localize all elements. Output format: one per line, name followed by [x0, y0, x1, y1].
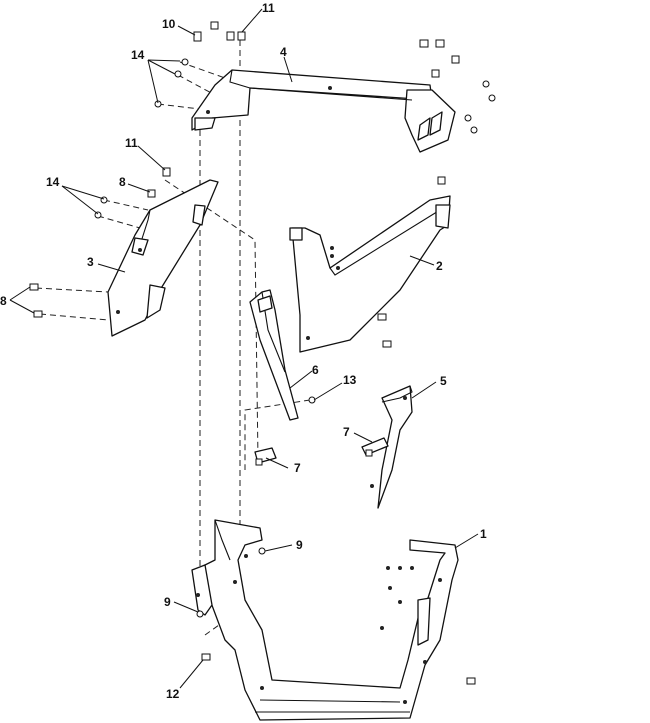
callout-11-top: 11 [262, 1, 275, 15]
callout-12: 12 [166, 687, 180, 701]
callout-8-upper: 8 [119, 175, 126, 189]
callout-4: 4 [280, 45, 287, 59]
callout-8-left: 8 [0, 294, 7, 308]
callout-5: 5 [440, 374, 447, 388]
part-2-shield-plate [289, 195, 451, 353]
callout-2: 2 [436, 259, 443, 273]
callout-11-mid: 11 [125, 136, 138, 150]
leader-lines [9, 8, 479, 689]
callout-13: 13 [343, 373, 357, 387]
part-1-bottom-frame [191, 519, 459, 721]
callout-14-top: 14 [131, 48, 145, 62]
callout-1: 1 [480, 527, 487, 541]
callout-7-right: 7 [343, 425, 350, 439]
callout-6: 6 [312, 363, 319, 377]
hardware-fasteners [29, 21, 496, 685]
callout-9-left: 9 [164, 595, 171, 609]
callout-labels: 10 11 4 14 11 8 14 3 8 2 6 13 5 7 7 9 1 … [0, 1, 487, 701]
callout-3: 3 [87, 255, 94, 269]
callout-7-center: 7 [294, 461, 301, 475]
part-6-vertical-bracket [249, 289, 299, 421]
part-4-top-bracket [191, 69, 456, 153]
callout-14-left: 14 [46, 175, 60, 189]
part-3-left-bracket [107, 179, 219, 337]
callout-10: 10 [162, 17, 176, 31]
part-5-right-bracket [370, 385, 413, 509]
callout-9-right: 9 [296, 538, 303, 552]
